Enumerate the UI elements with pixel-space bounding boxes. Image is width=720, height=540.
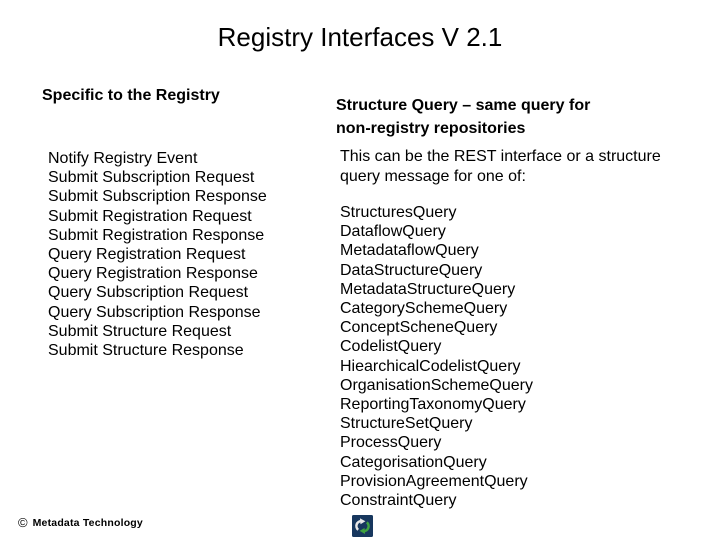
list-item: Query Subscription Request [48, 284, 249, 302]
right-column-intro: This can be the REST interface or a stru… [340, 148, 661, 185]
left-column-heading: Specific to the Registry [42, 87, 220, 104]
list-item: Submit Structure Response [48, 342, 244, 360]
list-item: Submit Registration Response [48, 226, 265, 244]
footer-company-name: Metadata Technology [32, 516, 143, 529]
copyright-icon: © [18, 515, 28, 530]
list-item: CategorisationQuery [340, 453, 487, 471]
list-item: Query Subscription Response [48, 303, 261, 321]
list-item: ConstraintQuery [340, 492, 457, 510]
list-item: OrganisationSchemeQuery [340, 376, 533, 394]
list-item: Submit Registration Request [48, 207, 252, 225]
list-item: Submit Structure Request [48, 322, 232, 340]
list-item: Submit Subscription Response [48, 188, 267, 206]
list-item: Query Registration Response [48, 265, 258, 283]
list-item: Query Registration Request [48, 246, 246, 264]
list-item: Submit Subscription Request [48, 169, 255, 187]
list-item: CategorySchemeQuery [340, 300, 508, 318]
page-title: Registry Interfaces V 2.1 [217, 22, 503, 52]
list-item: ProcessQuery [340, 434, 442, 452]
list-item: ConceptScheneQuery [340, 319, 498, 337]
list-item: MetadataflowQuery [340, 242, 479, 260]
list-item: MetadataStructureQuery [340, 280, 516, 298]
list-item: CodelistQuery [340, 338, 442, 356]
list-item: ReportingTaxonomyQuery [340, 396, 526, 414]
list-item: ProvisionAgreementQuery [340, 472, 528, 490]
list-item: Notify Registry Event [48, 150, 198, 167]
list-item: DataStructureQuery [340, 261, 483, 279]
footer-copyright: © Metadata Technology [18, 516, 143, 529]
right-column-heading: Structure Query – same query for non-reg… [336, 97, 591, 137]
list-item: DataflowQuery [340, 223, 446, 241]
sync-arrows-icon [352, 515, 373, 537]
list-item: StructureSetQuery [340, 415, 473, 433]
list-item: HiearchicalCodelistQuery [340, 357, 521, 375]
list-item: StructuresQuery [340, 204, 457, 221]
